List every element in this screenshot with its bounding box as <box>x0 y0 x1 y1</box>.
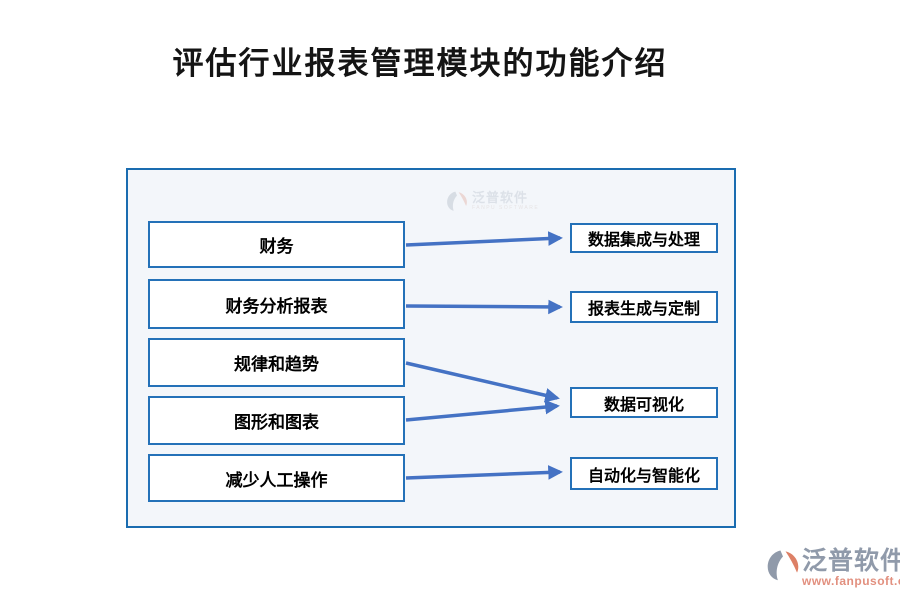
flow-node-data-visualization: 数据可视化 <box>570 387 718 418</box>
flow-node-graphs-and-charts: 图形和图表 <box>148 396 405 445</box>
node-label: 图形和图表 <box>234 413 319 432</box>
watermark-brand-text: 泛普软件 <box>472 190 529 205</box>
flow-node-finance: 财务 <box>148 221 405 268</box>
watermark-brand-subtext: FANPU SOFTWARE <box>472 205 540 211</box>
flow-node-reduce-manual-work: 减少人工操作 <box>148 454 405 502</box>
fanpu-logo-icon <box>767 550 799 581</box>
node-label: 财务分析报表 <box>225 296 328 316</box>
footer-brand-url: www.fanpusoft.com <box>802 574 900 588</box>
node-label: 数据集成与处理 <box>587 232 700 249</box>
center-watermark: 泛普软件 FANPU SOFTWARE <box>446 190 539 212</box>
node-label: 自动化与智能化 <box>587 467 700 485</box>
flow-node-report-generation-customization: 报表生成与定制 <box>570 291 718 323</box>
node-label: 数据可视化 <box>603 396 684 414</box>
footer-brand: 泛普软件 www.fanpusoft.com <box>766 548 900 588</box>
flow-node-automation-intelligence: 自动化与智能化 <box>570 457 718 490</box>
node-label: 减少人工操作 <box>225 470 328 490</box>
diagram-title: 评估行业报表管理模块的功能介绍 <box>172 46 668 81</box>
node-label: 报表生成与定制 <box>587 301 700 318</box>
flow-node-patterns-and-trends: 规律和趋势 <box>148 338 405 387</box>
fanpu-logo-icon <box>447 191 467 211</box>
flow-node-data-integration-processing: 数据集成与处理 <box>570 223 718 253</box>
node-label: 财务 <box>259 237 294 256</box>
node-label: 规律和趋势 <box>234 355 319 374</box>
diagram-panel: 泛普软件 FANPU SOFTWARE 财务 财务分析报表 规律和趋势 图形和图… <box>126 168 736 528</box>
flow-node-financial-analysis-reports: 财务分析报表 <box>148 279 405 329</box>
footer-brand-name: 泛普软件 <box>802 547 900 575</box>
